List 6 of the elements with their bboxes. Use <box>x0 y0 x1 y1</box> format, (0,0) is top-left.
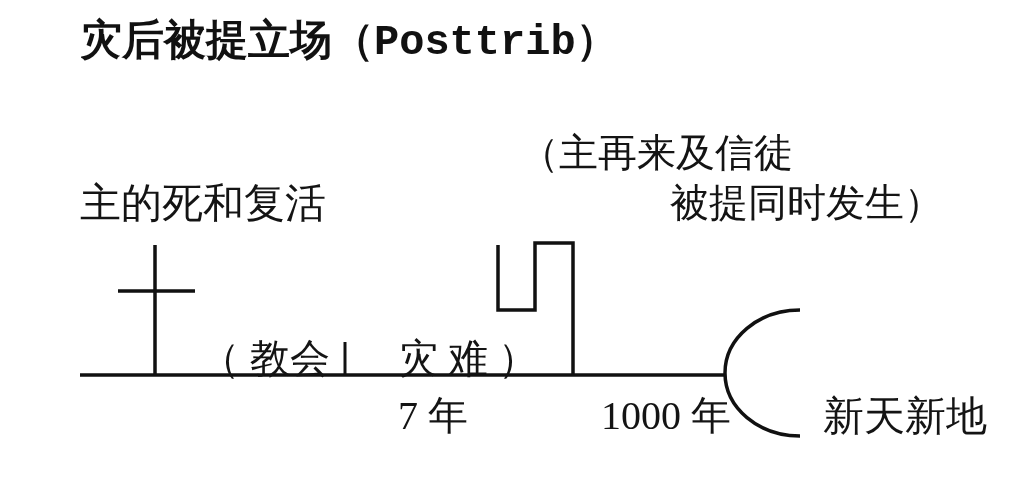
event-label: 新天新地 <box>823 392 987 441</box>
event-label: 主的死和复活 <box>80 179 326 228</box>
annotation-text: （主再来及信徒被提同时发生） <box>520 130 944 226</box>
duration-label: 1000 年 <box>601 392 731 440</box>
duration-label: 7 年 <box>398 392 468 440</box>
diagram-title: 灾后被提立场（Posttrib） <box>80 16 618 69</box>
